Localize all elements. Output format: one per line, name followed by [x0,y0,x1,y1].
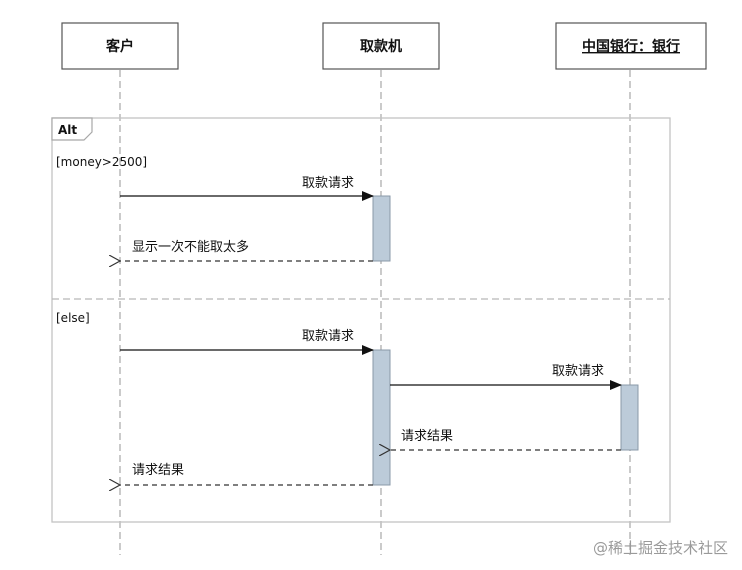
activation-atm-1 [372,195,391,262]
message-withdraw-request-2-label: 取款请求 [302,329,354,344]
message-result-from-bank-label: 请求结果 [401,429,453,444]
message-withdraw-request-1-label: 取款请求 [302,176,354,191]
watermark-text: @稀土掘金技术社区 [592,539,728,557]
participant-bank-label: 中国银行：银行 [582,38,680,55]
participant-customer-label: 客户 [105,38,134,55]
message-result-to-customer-label: 请求结果 [132,463,184,478]
alt-operator-label: Alt [58,123,77,137]
alt-fragment: Alt [money>2500] [else] [51,117,671,523]
guard-money-label: [money>2500] [56,155,147,169]
message-withdraw-request-1: 取款请求 [120,176,374,201]
activation-atm-2 [372,349,391,486]
participant-customer: 客户 [61,22,179,70]
message-result-to-customer: 请求结果 [120,463,373,485]
guard-else-label: [else] [56,311,90,325]
message-withdraw-request-3: 取款请求 [390,364,622,390]
participant-atm-label: 取款机 [360,38,402,55]
message-result-from-bank: 请求结果 [390,429,621,450]
activation-bank [620,384,639,451]
message-withdraw-request-3-label: 取款请求 [552,364,604,379]
participant-bank: 中国银行：银行 [555,22,707,70]
alt-fragment-tab [51,117,93,141]
participant-atm: 取款机 [322,22,440,70]
message-limit-notice: 显示一次不能取太多 [120,239,373,261]
message-withdraw-request-2: 取款请求 [120,329,374,355]
message-limit-notice-label: 显示一次不能取太多 [132,239,249,255]
